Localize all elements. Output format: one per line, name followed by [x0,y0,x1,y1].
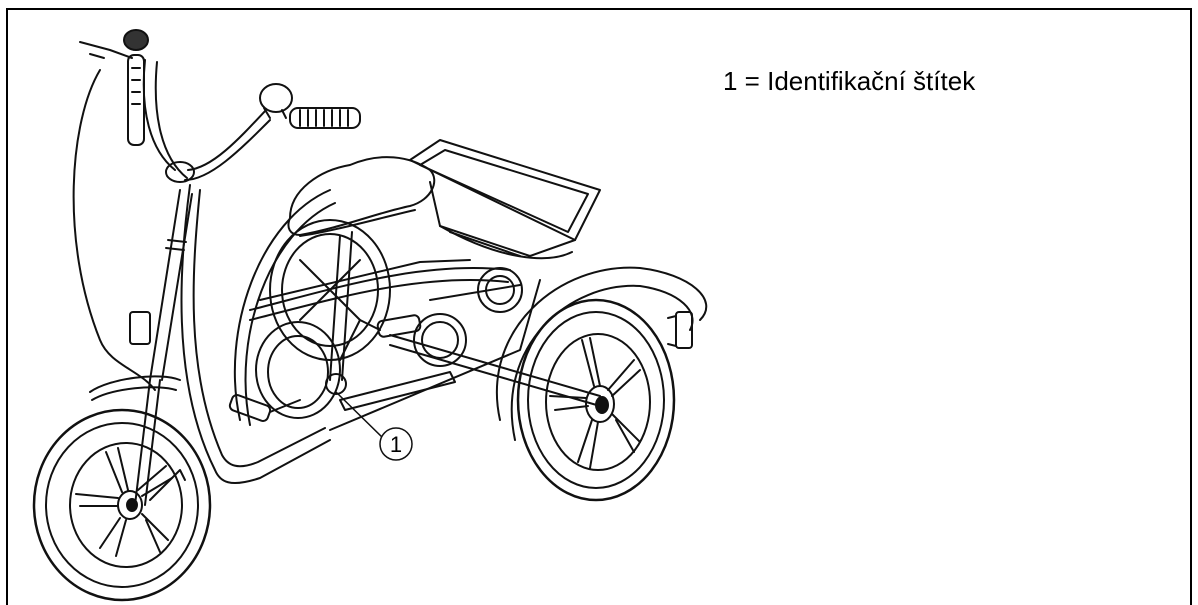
rear-reflector [667,311,693,349]
front-fork [89,375,186,506]
pedal-crank [228,314,422,422]
stem [129,189,193,381]
handlebar [142,59,271,183]
chain-guard [339,371,456,411]
rear-axle [389,284,601,407]
drive-wheel [269,219,391,361]
rear-wheel [516,298,676,502]
saddle [287,156,436,381]
figure-frame [6,8,1192,605]
brake-cable [72,69,156,391]
basket [409,139,601,260]
chainring [255,321,341,419]
callout-1-number: 1 [390,432,402,457]
body-fender [233,189,336,426]
legend-text: 1 = Identifikační štítek [723,66,976,96]
callout-leader [335,391,386,441]
right-grip [289,107,361,129]
callout-1: 1 [379,427,413,461]
front-wheel [32,408,212,602]
left-grip [79,29,149,146]
bell [259,83,293,119]
